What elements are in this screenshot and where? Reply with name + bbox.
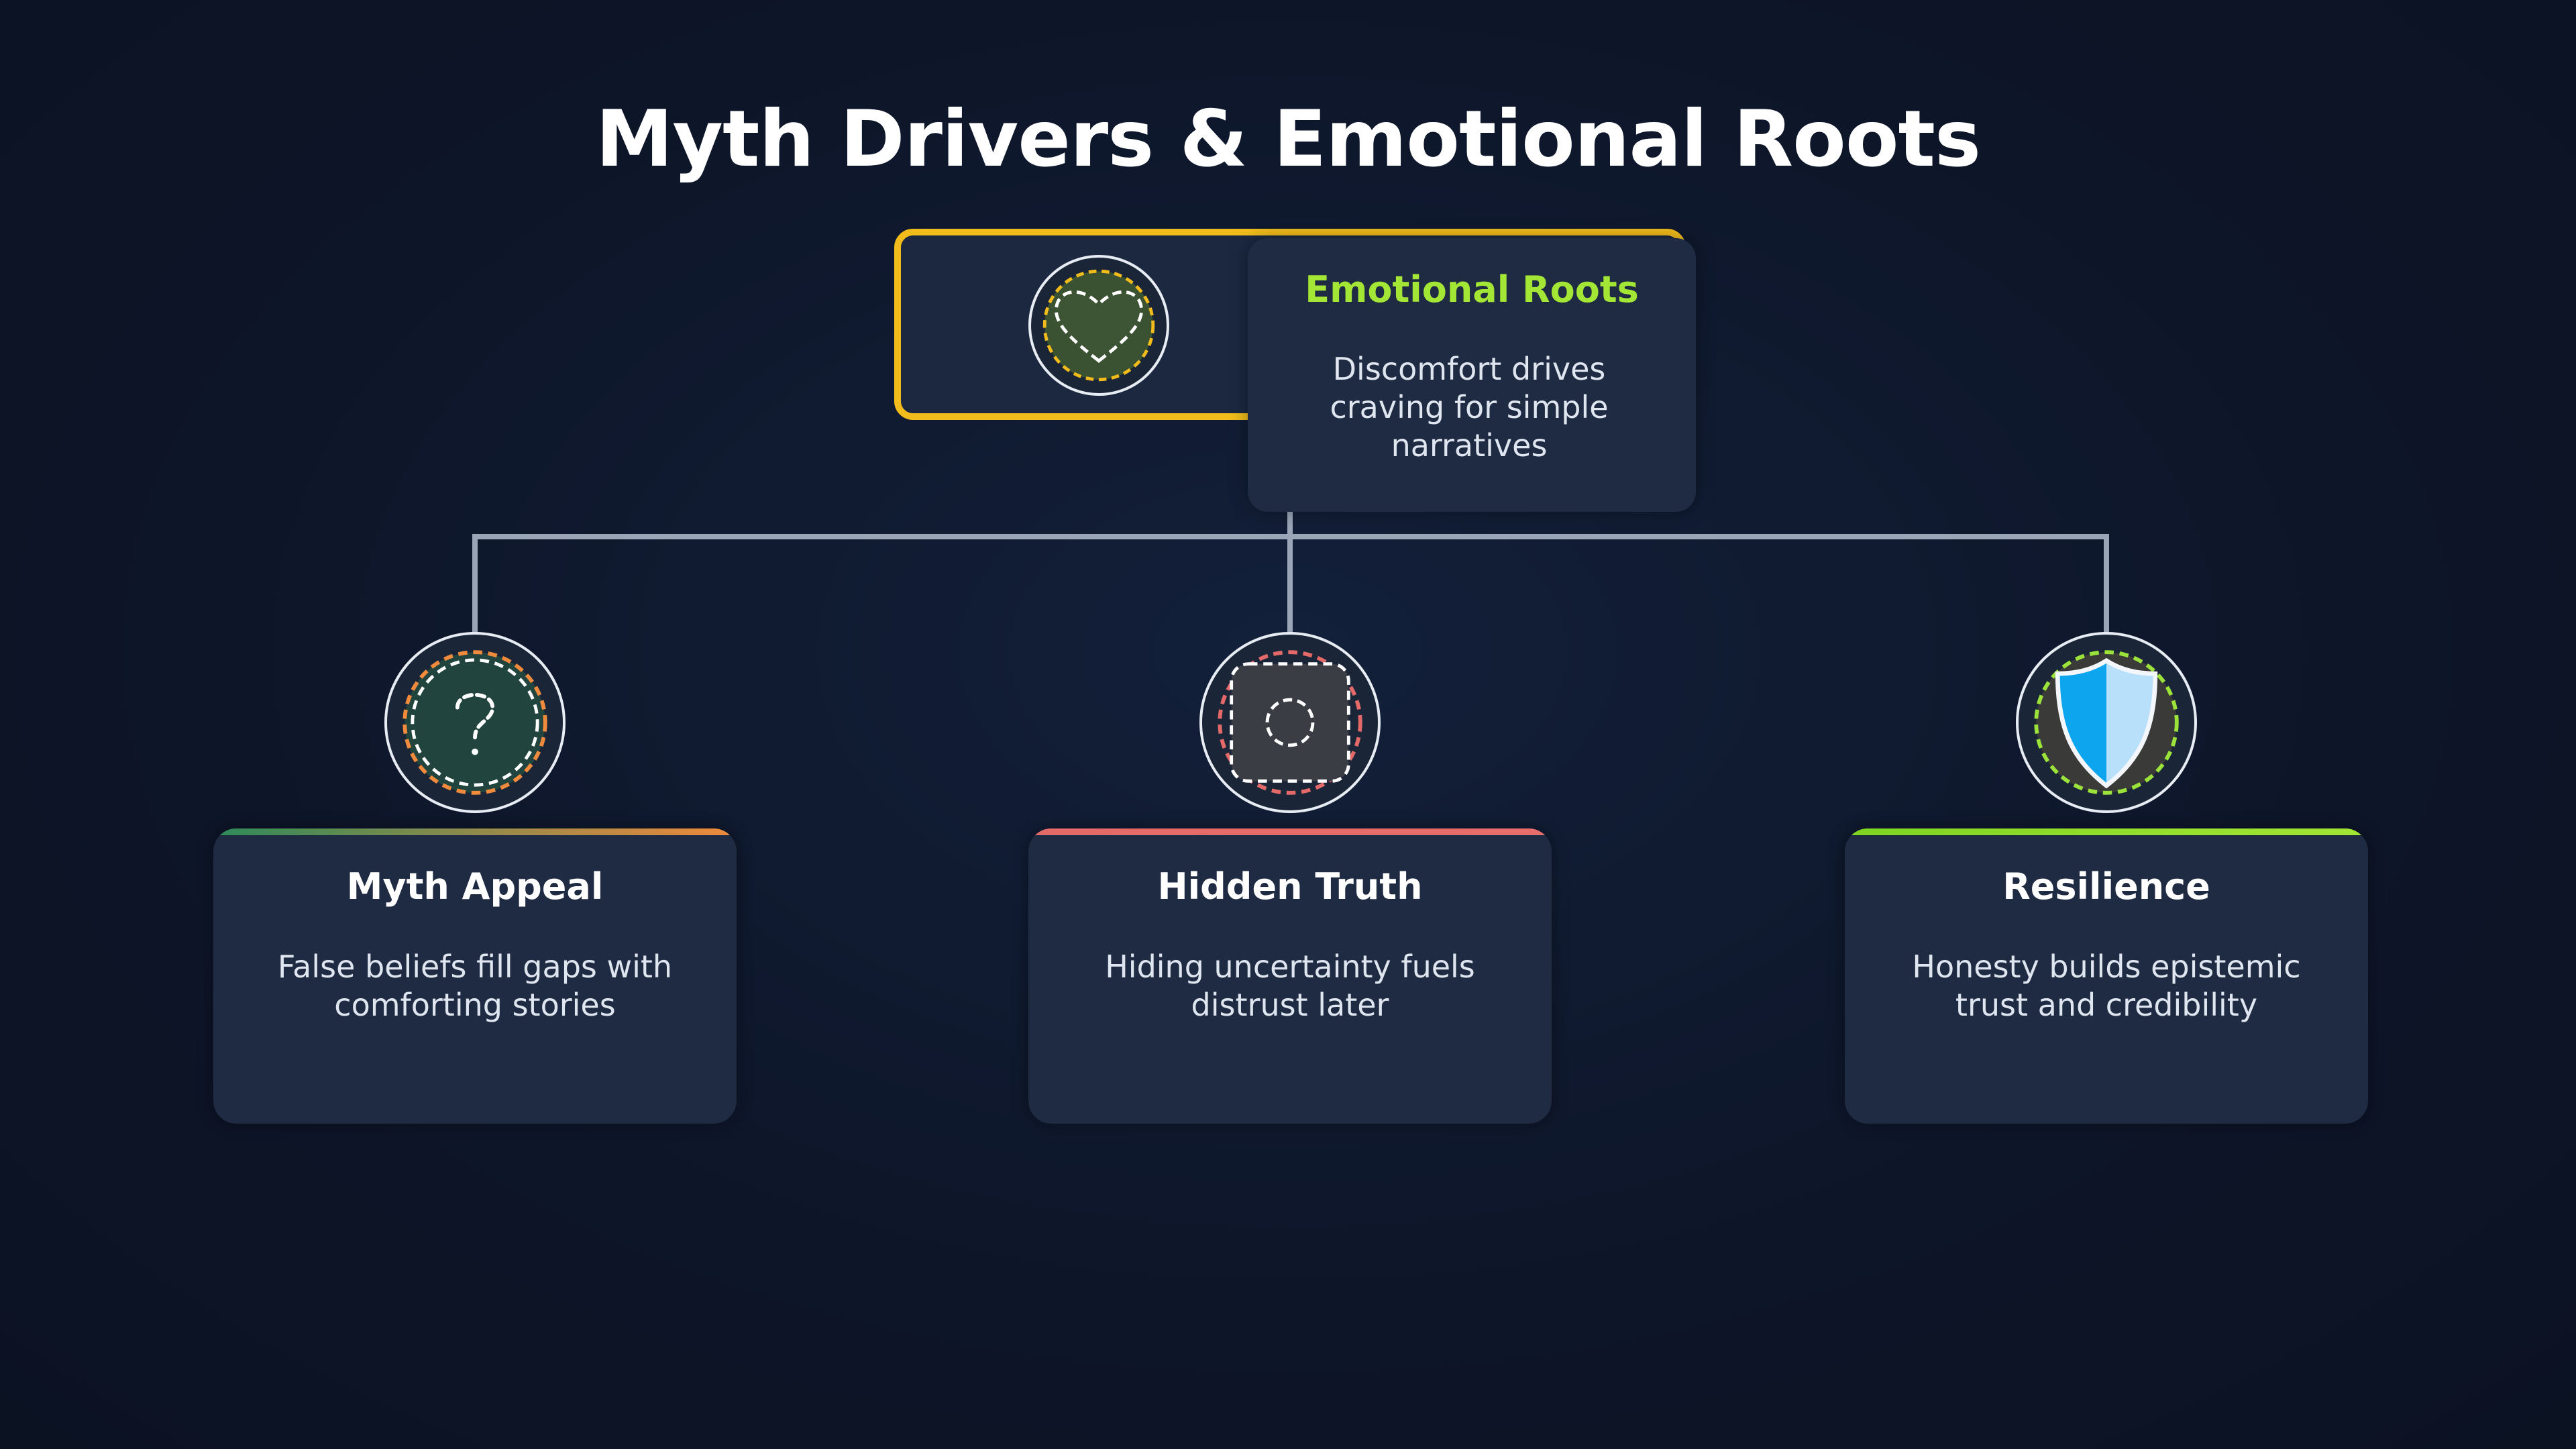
heart-icon bbox=[1042, 269, 1155, 382]
card-title: Resilience bbox=[2002, 865, 2210, 908]
page-title: Myth Drivers & Emotional Roots bbox=[595, 94, 1981, 184]
card-description: Honesty builds epistemic trust and credi… bbox=[1912, 949, 2301, 1023]
card-accent-bar bbox=[1028, 828, 1552, 835]
hidden-truth-icon-circle bbox=[1199, 632, 1381, 813]
card-title: Hidden Truth bbox=[1157, 865, 1423, 908]
myth-appeal-icon-circle bbox=[384, 632, 566, 813]
card-title: Myth Appeal bbox=[346, 865, 604, 908]
card-description: Hiding uncertainty fuels distrust later bbox=[1105, 949, 1475, 1023]
card-accent-bar bbox=[213, 828, 737, 835]
hidden-square-icon bbox=[1218, 650, 1362, 795]
root-description: Discomfort drives craving for simple nar… bbox=[1330, 351, 1609, 464]
question-mark-icon bbox=[402, 650, 547, 795]
card-myth-appeal: Myth Appeal False beliefs fill gaps with… bbox=[213, 828, 737, 1124]
card-description: False beliefs fill gaps with comforting … bbox=[277, 949, 673, 1023]
card-accent-bar bbox=[1845, 828, 2368, 835]
root-description-panel bbox=[1248, 238, 1696, 512]
card-hidden-truth: Hidden Truth Hiding uncertainty fuels di… bbox=[1028, 828, 1552, 1124]
resilience-icon-circle bbox=[2016, 632, 2197, 813]
root-title: Emotional Roots bbox=[1305, 268, 1639, 311]
shield-icon bbox=[2034, 650, 2179, 795]
card-resilience: Resilience Honesty builds epistemic trus… bbox=[1845, 828, 2368, 1124]
root-icon-circle bbox=[1028, 255, 1169, 396]
